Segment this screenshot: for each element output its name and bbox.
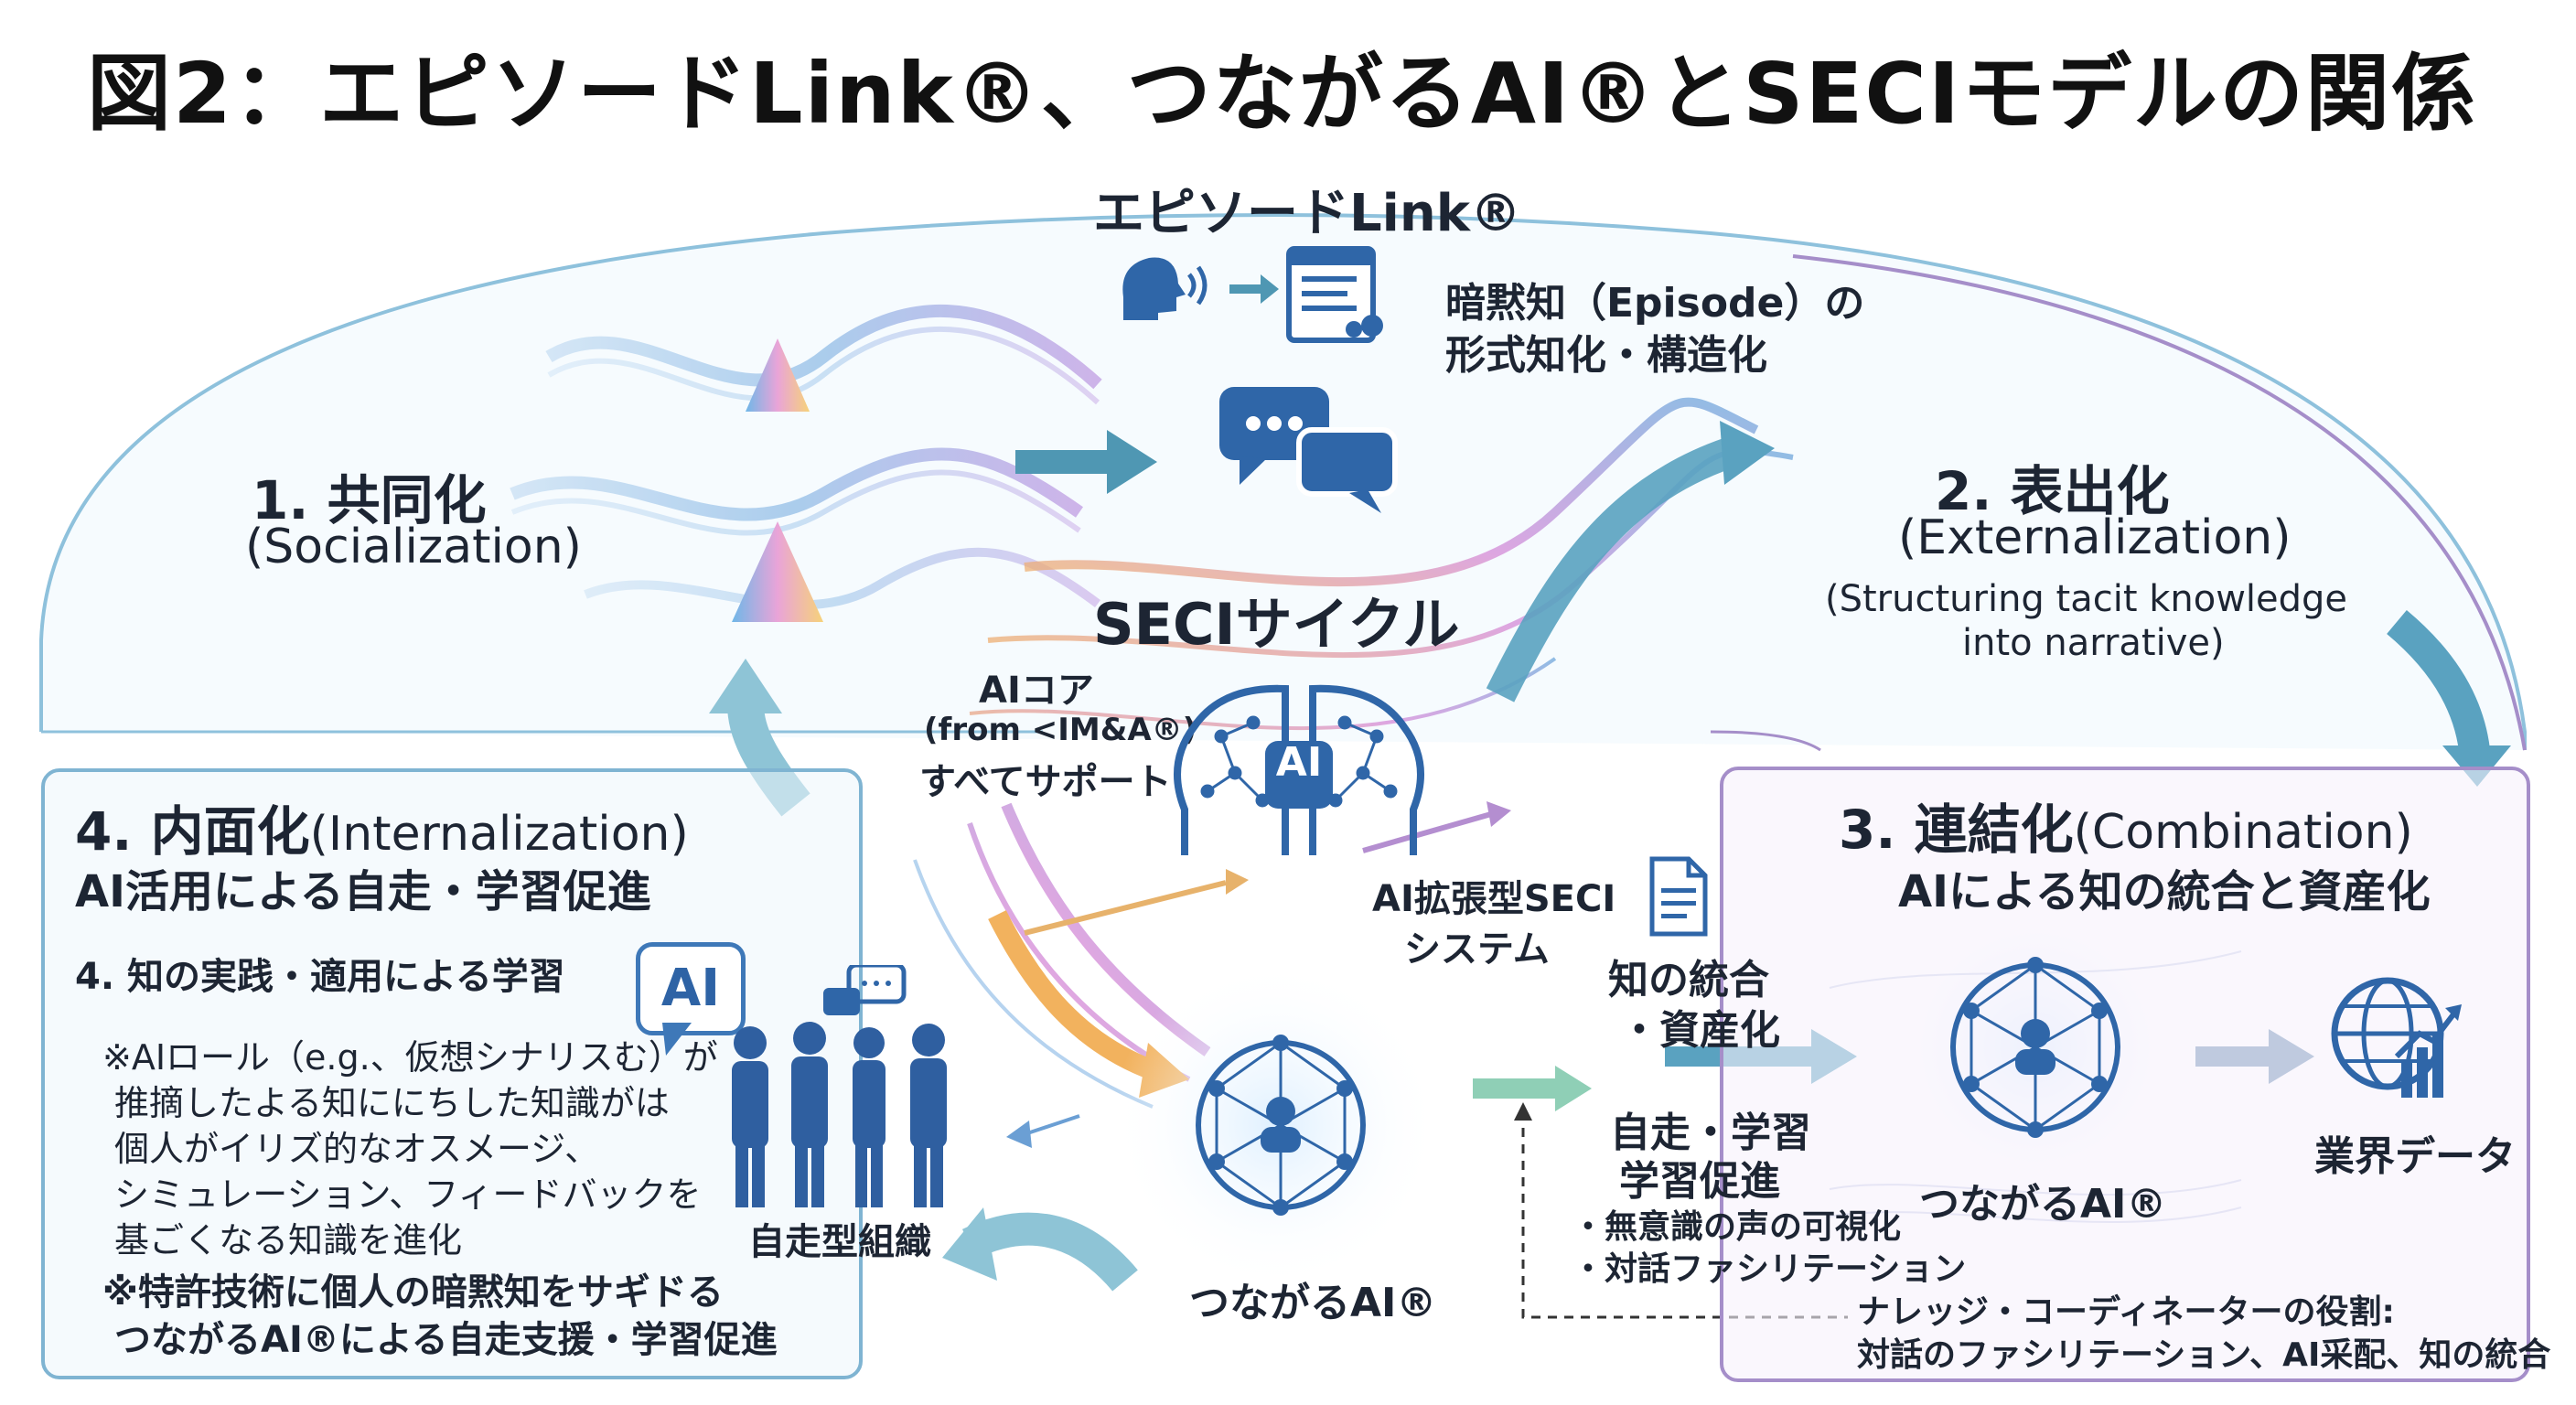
stage4-title-en: (Internalization): [309, 807, 689, 862]
self-learning-line1: 自走・学習: [1610, 1110, 1811, 1156]
page-title: 図2：エピソードLink®、つながるAI®とSECIモデルの関係: [87, 45, 2478, 143]
stage2-title: 2. 表出化: [1935, 460, 2170, 522]
bullet-facilitation: ・対話ファシリテーション: [1572, 1250, 1967, 1288]
chat-bubbles-icon: [1219, 387, 1398, 513]
ai-brain-icon: [1174, 684, 1424, 855]
stage3-title: 3. 連結化(Combination): [1839, 787, 2413, 863]
speaking-head-icon: [1122, 257, 1208, 320]
bullet-visualize: ・無意識の声の可視化: [1572, 1208, 1902, 1246]
seci-cycle-label: SECIサイクル: [1093, 591, 1460, 658]
stage4-patent-line2: つながるAI®による自走支援・学習促進: [114, 1319, 778, 1361]
self-driving-org-label: 自走型組織: [748, 1221, 931, 1263]
coordinator-role-line2: 対話のファシリテーション、AI采配、知の統合: [1857, 1336, 2551, 1374]
stage3-panel: [1720, 767, 2530, 1382]
network-globe-icon: [1196, 1035, 1366, 1216]
knowledge-wave-ribbons: [510, 305, 1102, 610]
stage4-panel: [41, 768, 863, 1379]
self-learning-line2: 学習促進: [1619, 1158, 1780, 1205]
stage4-note-line3: 個人がイリズ的なオスメージ、: [114, 1129, 600, 1169]
team-people-icon: [732, 965, 947, 1207]
stage4-title: 4. 内面化(Internalization): [75, 788, 689, 865]
coordinator-role-line1: ナレッジ・コーディネーターの役割:: [1857, 1293, 2395, 1331]
arrow-right-icon: [1229, 274, 1279, 304]
stage4-practice: 4. 知の実践・適用による学習: [75, 956, 565, 998]
stage2-desc-line2: into narrative): [1962, 622, 2225, 664]
industry-globe-chart-icon: [2331, 977, 2462, 1098]
document-data-icon: [1286, 246, 1383, 343]
industry-data-label: 業界データ: [2314, 1133, 2516, 1180]
ai-core-source: (from <IM&A®): [924, 712, 1197, 748]
episode-link-label: エピソードLink®: [1093, 184, 1521, 243]
stage4-title-ja: 4. 内面化: [75, 800, 310, 863]
stage4-subtitle: AI活用による自走・学習促進: [75, 866, 651, 917]
stage3-tsunagaru-ai-label: つながるAI®: [1919, 1181, 2167, 1228]
stage1-subtitle: (Socialization): [245, 520, 582, 574]
stage4-note-line1: ※AIロール（e.g.、仮想シナリスむ）が: [102, 1037, 718, 1078]
ai-core-badge: AI: [1275, 739, 1323, 786]
stage4-note-line4: シミュレーション、フィードバックを: [114, 1174, 702, 1215]
ai-extended-seci-line2: システム: [1404, 928, 1550, 971]
stage3-subtitle: AIによる知の統合と資産化: [1898, 866, 2431, 917]
ai-core-support: すべてサポート: [919, 761, 1172, 803]
stage3-title-ja: 3. 連結化: [1839, 799, 2074, 861]
stage4-note-line2: 推摘したよる知ににちした知識がは: [114, 1083, 670, 1123]
tacit-knowledge-line1: 暗黙知（Episode）の: [1445, 280, 1865, 327]
stage1-title: 1. 共同化: [252, 469, 487, 531]
stage4-note-line5: 基ごくなる知識を進化: [114, 1220, 463, 1260]
stage2-subtitle: (Externalization): [1898, 510, 2292, 565]
integration-line1: 知の統合: [1608, 957, 1769, 1003]
tacit-knowledge-line2: 形式知化・構造化: [1445, 332, 1767, 379]
network-globe-icon: [1950, 957, 2120, 1138]
prism-icon: [746, 338, 810, 412]
prism-icon: [732, 521, 823, 622]
chat-tail-icon: [662, 1023, 692, 1056]
center-tsunagaru-ai-label: つながるAI®: [1189, 1280, 1437, 1326]
document-icon: [1649, 856, 1708, 937]
integration-line2: ・資産化: [1619, 1007, 1780, 1054]
ai-chat-badge-icon: AI: [636, 942, 746, 1035]
stage3-title-en: (Combination): [2073, 805, 2413, 860]
ai-extended-seci-line1: AI拡張型SECI: [1372, 878, 1616, 920]
stage2-desc-line1: (Structuring tacit knowledge: [1825, 578, 2348, 620]
ai-core-label: AIコア: [979, 670, 1094, 712]
stage4-patent-line1: ※特許技術に個人の暗黙知をサギドる: [102, 1271, 724, 1314]
outer-arch-right: [1792, 254, 2527, 751]
